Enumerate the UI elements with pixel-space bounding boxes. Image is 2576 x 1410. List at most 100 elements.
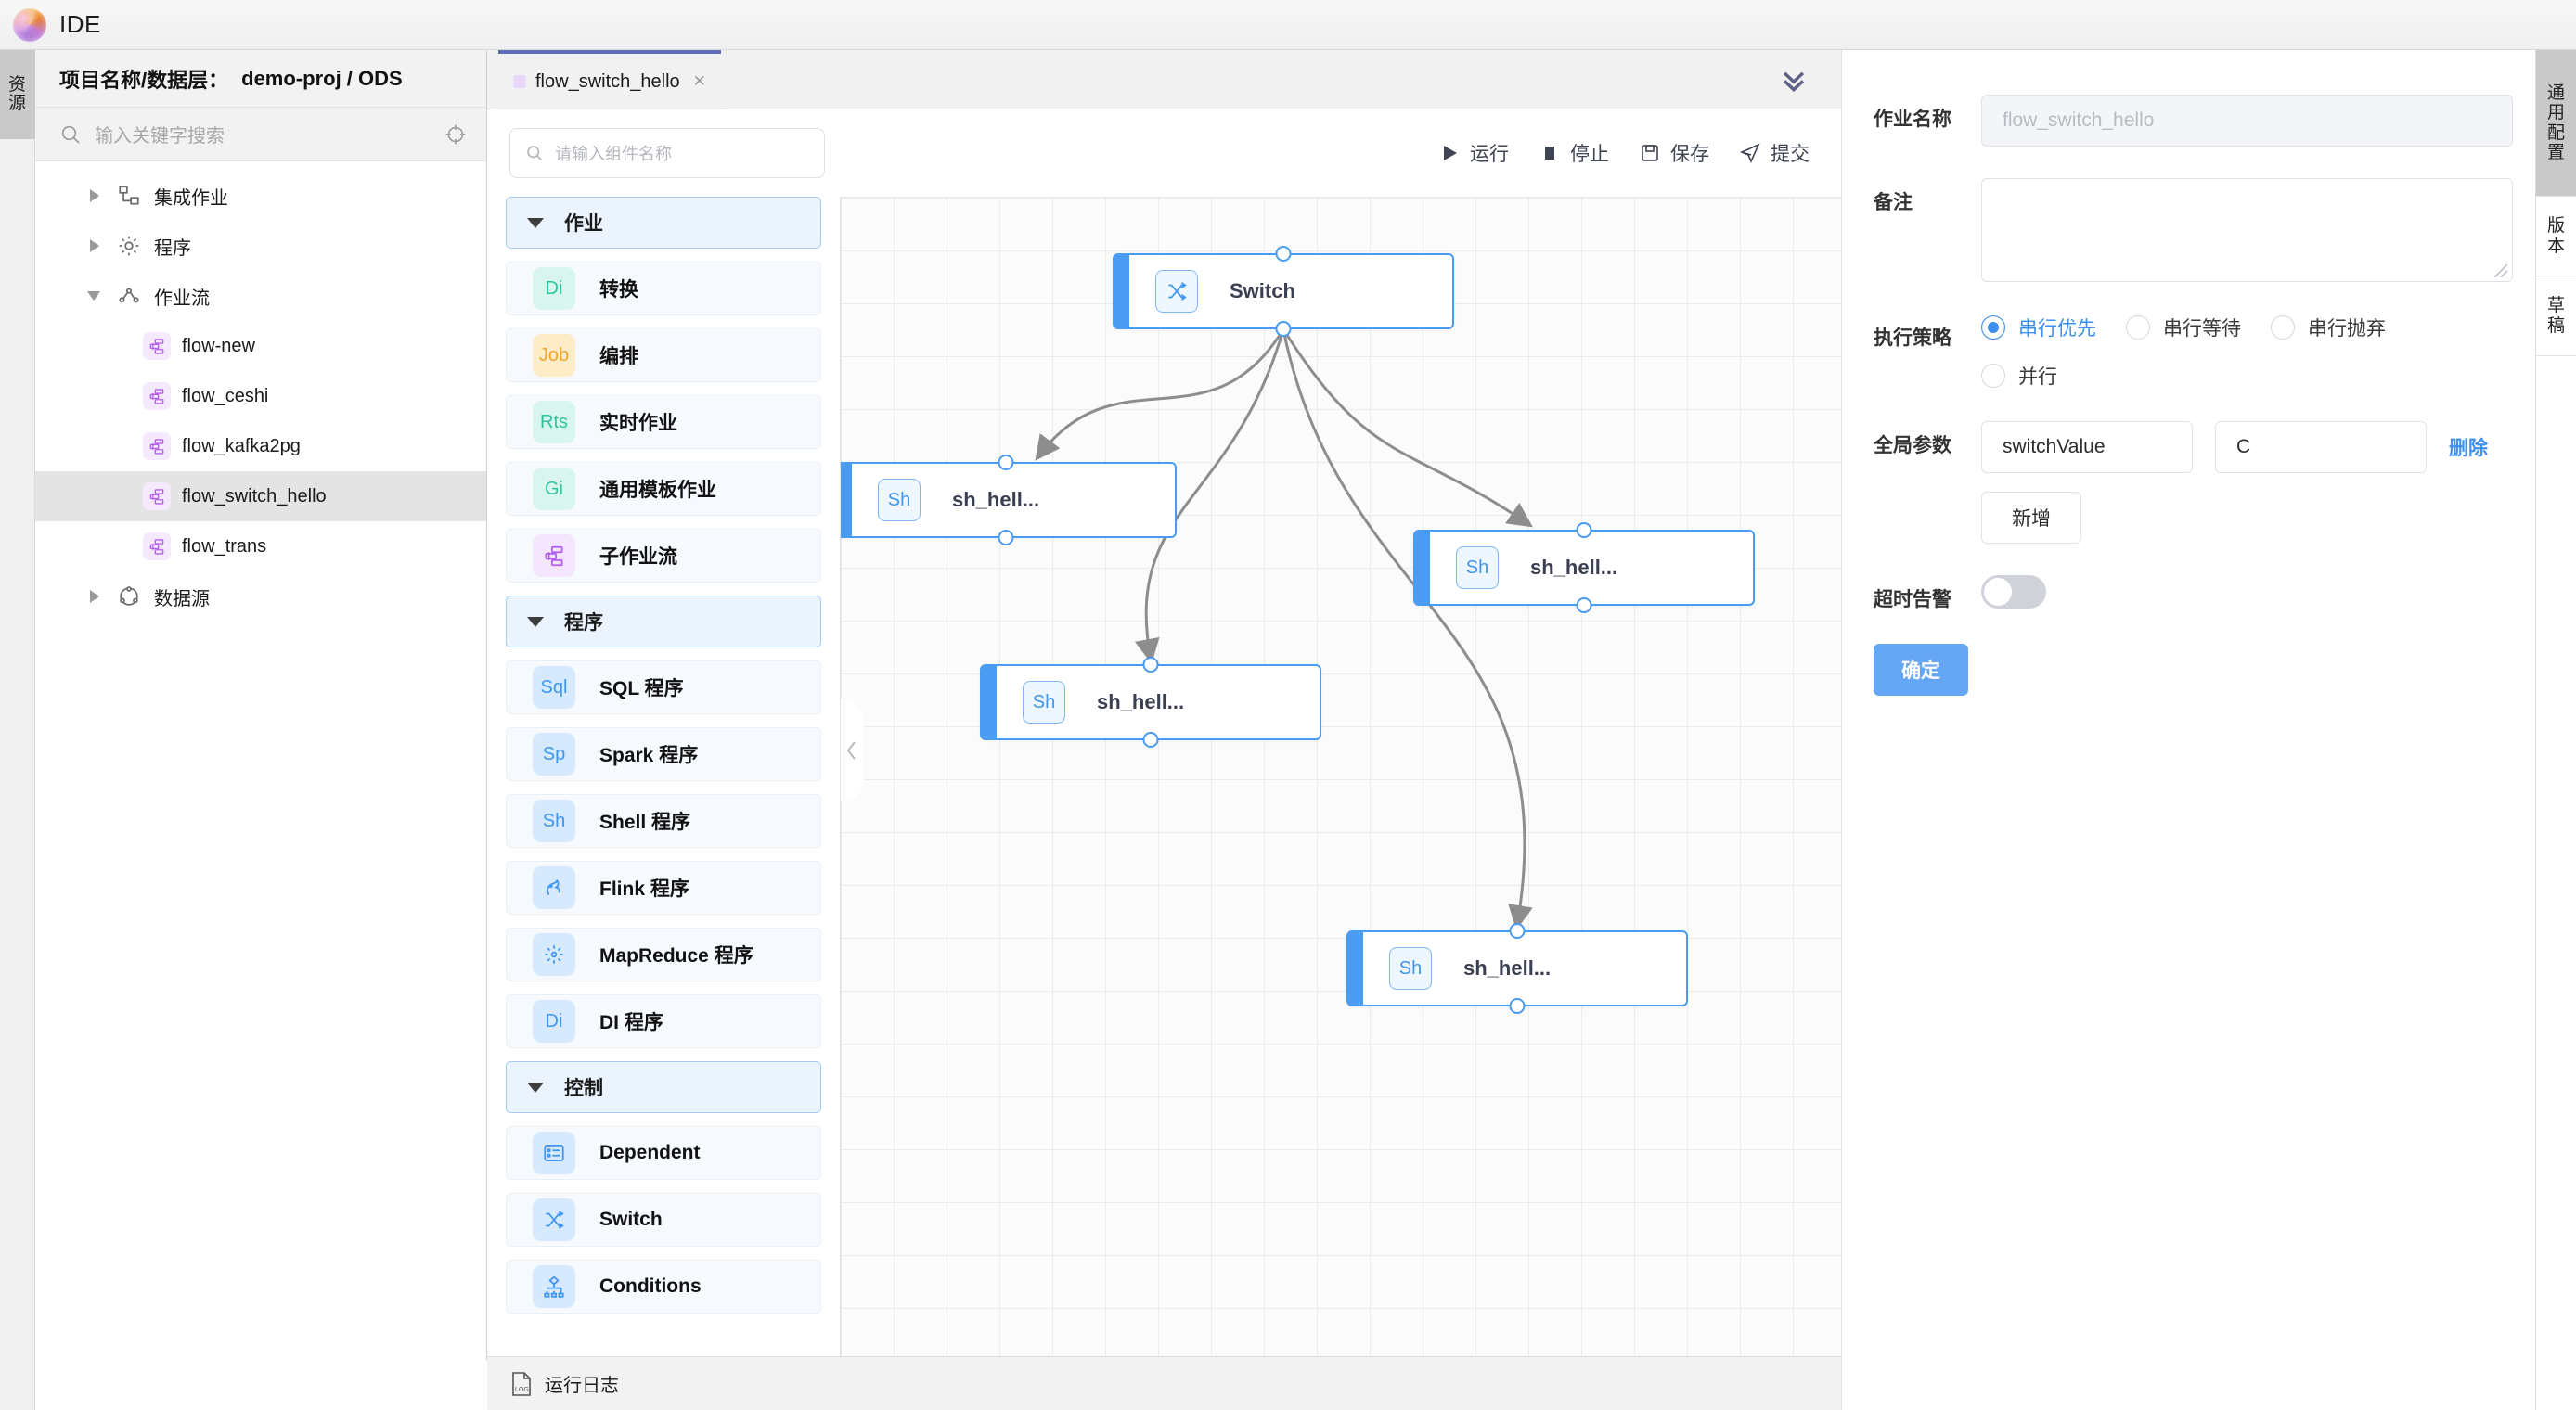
- tree-item-程序[interactable]: 程序: [35, 221, 486, 271]
- badge-Di: Di: [533, 1000, 575, 1043]
- palette-item-Spark 程序[interactable]: SpSpark 程序: [506, 727, 821, 781]
- palette-group-程序[interactable]: 程序: [506, 596, 821, 647]
- radio-并行[interactable]: 并行: [1981, 362, 2057, 390]
- caret-down-icon[interactable]: [527, 1082, 544, 1093]
- project-value: demo-proj / ODS: [241, 66, 403, 90]
- tree-item-flow_trans[interactable]: flow_trans: [35, 521, 486, 571]
- sub-flow-icon: [149, 339, 164, 354]
- tree-item-flow_switch_hello[interactable]: flow_switch_hello: [35, 471, 486, 521]
- node-port-bottom[interactable]: [998, 530, 1014, 545]
- node-port-bottom[interactable]: [1576, 597, 1592, 613]
- radio-label: 串行抛弃: [2308, 318, 2386, 340]
- crosshair-icon[interactable]: [444, 122, 468, 147]
- run-log-bar[interactable]: LOG 运行日志: [487, 1356, 1841, 1410]
- 保存-button[interactable]: 保存: [1639, 139, 1709, 167]
- job-name-input[interactable]: flow_switch_hello: [1981, 95, 2513, 147]
- remark-textarea[interactable]: [1981, 178, 2513, 282]
- rail-tab-label-char-1: 资: [7, 75, 27, 96]
- flow-node-label: sh_hell...: [1530, 556, 1618, 579]
- param-value-input[interactable]: C: [2215, 421, 2427, 473]
- explorer-search-row[interactable]: 输入关键字搜索: [35, 108, 486, 161]
- node-port-top[interactable]: [998, 455, 1014, 470]
- palette-group-控制[interactable]: 控制: [506, 1061, 821, 1113]
- tree-item-flow_kafka2pg[interactable]: flow_kafka2pg: [35, 421, 486, 471]
- 运行-button[interactable]: 运行: [1438, 139, 1509, 167]
- caret-right-icon[interactable]: [87, 187, 104, 204]
- tree-item-作业流[interactable]: 作业流: [35, 271, 486, 321]
- radio-串行抛弃[interactable]: 串行抛弃: [2271, 314, 2386, 341]
- palette-item-Conditions[interactable]: Conditions: [506, 1260, 821, 1314]
- palette-item-MapReduce 程序[interactable]: MapReduce 程序: [506, 928, 821, 981]
- node-port-top[interactable]: [1576, 522, 1592, 538]
- right-tab-char-2: 用: [2546, 103, 2566, 123]
- double-chevron-down-icon[interactable]: [1778, 64, 1810, 96]
- palette-item-Flink 程序[interactable]: Flink 程序: [506, 861, 821, 915]
- caret-down-icon[interactable]: [527, 616, 544, 627]
- palette-item-子作业流[interactable]: 子作业流: [506, 529, 821, 583]
- caret-none: [115, 388, 132, 404]
- tab-flow-switch-hello[interactable]: flow_switch_hello ✕: [498, 50, 721, 109]
- play-label: 运行: [1470, 144, 1509, 165]
- timeout-alarm-toggle[interactable]: [1981, 575, 2046, 609]
- 停止-button[interactable]: 停止: [1539, 139, 1609, 167]
- palette-item-label: Conditions: [599, 1275, 702, 1297]
- global-params-label: 全局参数: [1874, 435, 1951, 456]
- caret-right-icon[interactable]: [87, 237, 104, 254]
- 提交-button[interactable]: 提交: [1739, 139, 1810, 167]
- node-port-bottom[interactable]: [1509, 998, 1526, 1014]
- tree-item-集成作业[interactable]: 集成作业: [35, 171, 486, 221]
- radio-label: 串行等待: [2163, 318, 2241, 340]
- palette-item-Shell 程序[interactable]: ShShell 程序: [506, 794, 821, 848]
- palette-item-DI 程序[interactable]: Di DI 程序: [506, 994, 821, 1048]
- tree-item-flow_ceshi[interactable]: flow_ceshi: [35, 371, 486, 421]
- node-port-top[interactable]: [1509, 923, 1526, 939]
- palette-item-Switch[interactable]: Switch: [506, 1193, 821, 1247]
- node-port-bottom[interactable]: [1275, 321, 1292, 337]
- palette-group-作业[interactable]: 作业: [506, 197, 821, 249]
- explorer-search-input[interactable]: 输入关键字搜索: [95, 126, 225, 147]
- flow-icon: [143, 532, 171, 560]
- radio-串行优先[interactable]: 串行优先: [1981, 314, 2096, 341]
- canvas-collapse-handle[interactable]: [841, 699, 864, 802]
- caret-down-icon[interactable]: [527, 217, 544, 228]
- right-tab-char-1: 草: [2546, 296, 2566, 316]
- node-port-top[interactable]: [1275, 246, 1292, 262]
- caret-down-icon[interactable]: [87, 288, 104, 304]
- confirm-button[interactable]: 确定: [1874, 644, 1968, 696]
- palette-item-label: 转换: [599, 279, 638, 301]
- rail-tab-resource[interactable]: 资 源: [0, 50, 35, 139]
- top-bar: IDE: [0, 0, 2576, 50]
- palette-item-Dependent[interactable]: Dependent: [506, 1126, 821, 1180]
- palette-group-label: 作业: [564, 213, 603, 235]
- add-param-button[interactable]: 新增: [1981, 492, 2081, 544]
- radio-串行等待[interactable]: 串行等待: [2126, 314, 2241, 341]
- node-port-bottom[interactable]: [1142, 732, 1159, 748]
- palette-item-SQL 程序[interactable]: SqlSQL 程序: [506, 660, 821, 714]
- caret-right-icon[interactable]: [87, 588, 104, 605]
- close-icon[interactable]: ✕: [692, 72, 706, 90]
- node-port-top[interactable]: [1142, 657, 1159, 673]
- right-tab-版本[interactable]: 版本: [2536, 197, 2576, 276]
- component-search-input[interactable]: 请输入组件名称: [509, 128, 825, 178]
- switch-icon: [1155, 270, 1198, 313]
- flow-node-switch[interactable]: Switch: [1113, 246, 1454, 337]
- param-delete-link[interactable]: 删除: [2449, 438, 2488, 459]
- right-tab-通用配置[interactable]: 通用配置: [2536, 50, 2576, 197]
- param-key-input[interactable]: switchValue: [1981, 421, 2193, 473]
- right-tab-char-4: 置: [2546, 142, 2566, 162]
- tree-item-flow-new[interactable]: flow-new: [35, 321, 486, 371]
- datasource-icon: [120, 586, 138, 606]
- palette-item-label: DI 程序: [599, 1012, 663, 1033]
- right-tab-草稿[interactable]: 草稿: [2536, 276, 2576, 356]
- tree-item-数据源[interactable]: 数据源: [35, 571, 486, 622]
